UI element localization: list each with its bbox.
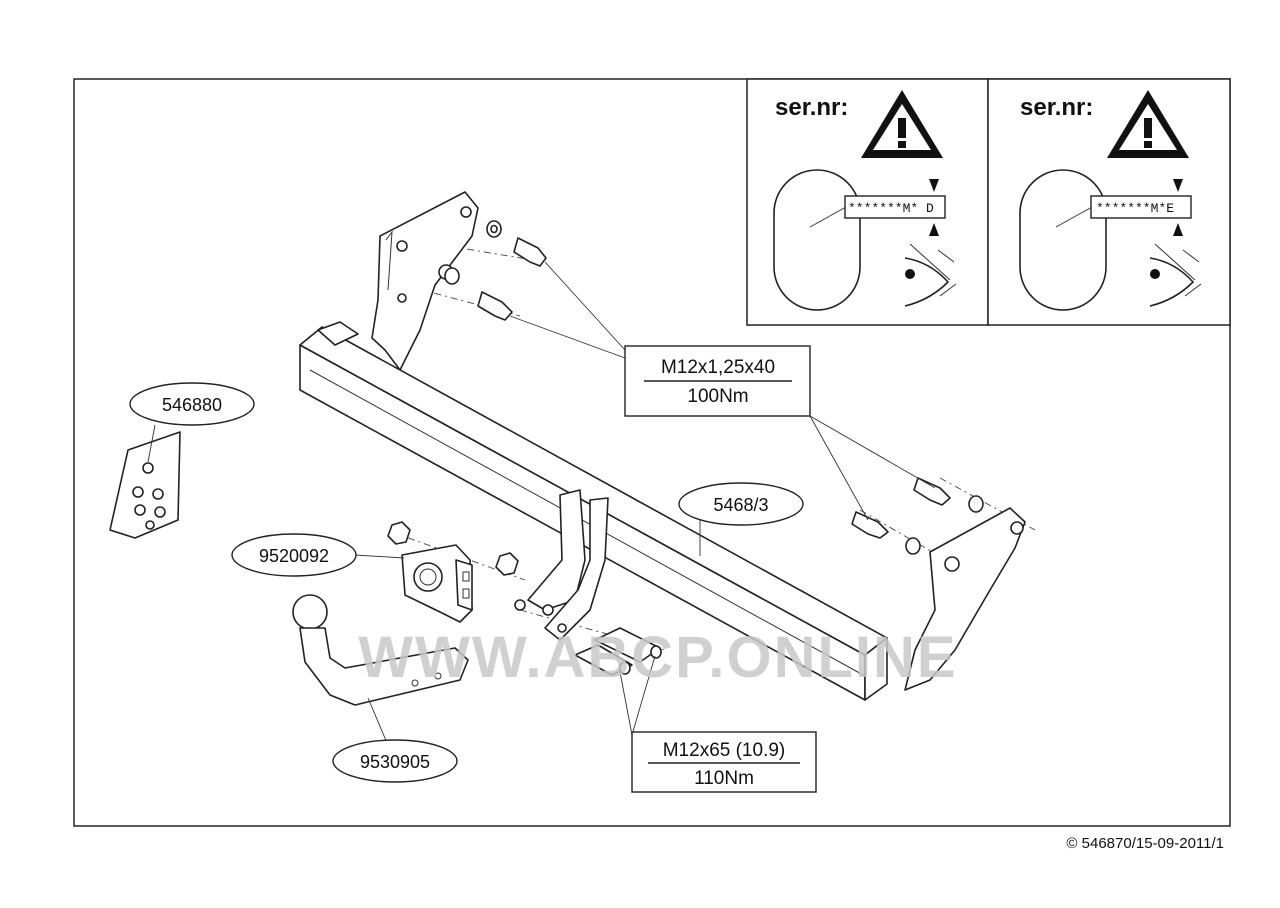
- left-mounting-plate: [371, 191, 479, 371]
- callout-546880: 546880: [129, 382, 255, 426]
- crossbar-5468-3: [299, 321, 888, 701]
- serial-panel-title: ser.nr:: [775, 94, 848, 121]
- callout-label: 546880: [162, 395, 222, 415]
- tow-ball-9530905: [292, 594, 469, 706]
- coupling-outline-icon: [1019, 169, 1107, 311]
- right-bolts: [851, 477, 984, 555]
- bolt-spec: M12x1,25x40: [661, 357, 775, 378]
- bolt-spec: M12x65 (10.9): [663, 740, 786, 761]
- eye-icon: [904, 243, 957, 307]
- serial-code-box: [1090, 195, 1192, 219]
- torque-spec: 100Nm: [687, 386, 748, 407]
- eye-icon: [1149, 243, 1202, 307]
- callout-label: 5468/3: [713, 495, 768, 515]
- spec-box-lower: M12x65 (10.9) 110Nm: [631, 731, 817, 793]
- torque-spec: 110Nm: [694, 768, 754, 789]
- callout-label: 9530905: [360, 752, 430, 772]
- leader-lines: [147, 261, 936, 751]
- warning-icon: [861, 90, 943, 158]
- serial-panel-e: ser.nr: *******M*E: [987, 78, 1231, 326]
- serial-code: *******M*E: [1096, 201, 1174, 216]
- socket-bracket-9520092: [387, 521, 519, 623]
- watermark: WWW.ABCP.ONLINE: [358, 625, 957, 690]
- right-mounting-plate: [904, 507, 1026, 691]
- callout-5468-3: 5468/3: [678, 482, 804, 526]
- upper-bolts: [444, 220, 547, 321]
- diagram-frame: [73, 78, 1231, 827]
- callout-9530905: 9530905: [332, 739, 458, 783]
- coupling-outline-icon: [773, 169, 861, 311]
- nut-icon: [495, 552, 519, 576]
- spec-box-upper: M12x1,25x40 100Nm: [624, 345, 811, 417]
- serial-code: *******M* D: [848, 201, 934, 216]
- serial-panel-title: ser.nr:: [1020, 94, 1093, 121]
- callout-9520092: 9520092: [231, 533, 357, 577]
- electrical-kit-546880: [109, 431, 181, 539]
- serial-code-box: [844, 195, 946, 219]
- warning-icon: [1107, 90, 1189, 158]
- lower-bolts: [574, 627, 662, 676]
- drawing-reference-footer: © 546870/15-09-2011/1: [1066, 835, 1224, 852]
- callout-label: 9520092: [259, 546, 329, 566]
- nut-icon: [387, 521, 411, 545]
- serial-panel-d: ser.nr: *******M* D: [746, 78, 989, 326]
